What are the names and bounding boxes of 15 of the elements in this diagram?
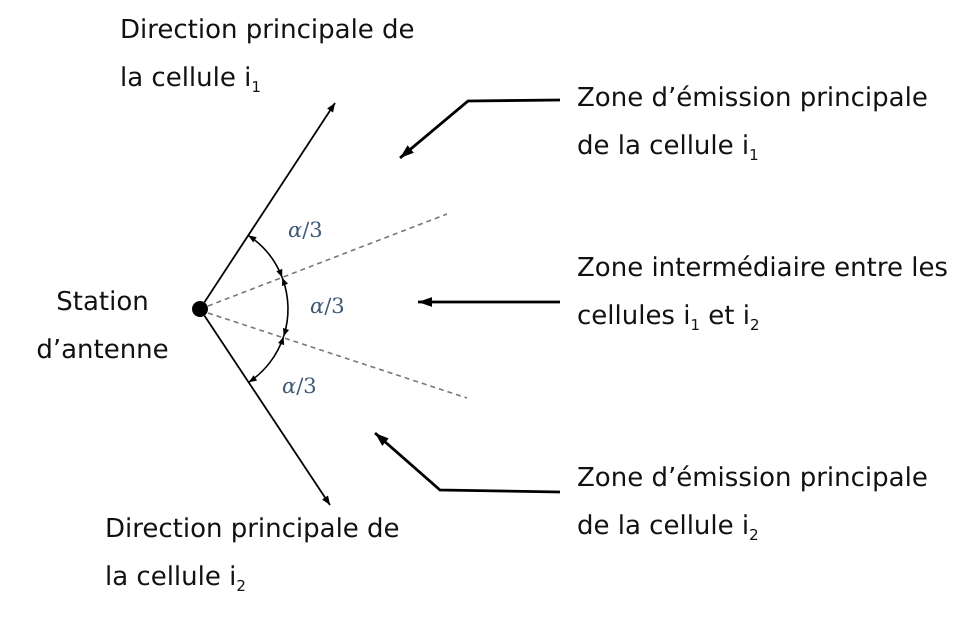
leader-arrow bbox=[418, 297, 560, 307]
leader-arrow bbox=[374, 432, 560, 494]
angle-label: α/3 bbox=[288, 218, 323, 242]
direction-arrow bbox=[204, 102, 336, 303]
leader-arrow bbox=[399, 98, 560, 160]
station-label: Station d’antenne bbox=[35, 286, 170, 367]
direction-arrow bbox=[204, 315, 331, 506]
zone-label: Zone intermédiaire entre les cellules i$_{1}$ et i$_{2}$ bbox=[577, 252, 949, 336]
zone-label: Zone d’émission principale de la cellule i$_{1}$ bbox=[577, 82, 929, 166]
direction-label: Direction principale de la cellule i$_{1}$ bbox=[120, 14, 416, 98]
zone-label: Zone d’émission principale de la cellule i$_{2}$ bbox=[577, 462, 929, 546]
angle-label: α/3 bbox=[310, 294, 345, 318]
angle-label: α/3 bbox=[282, 374, 317, 398]
antenna-station-dot bbox=[192, 301, 208, 317]
direction-label: Direction principale de la cellule i$_{2}$ bbox=[105, 513, 401, 598]
